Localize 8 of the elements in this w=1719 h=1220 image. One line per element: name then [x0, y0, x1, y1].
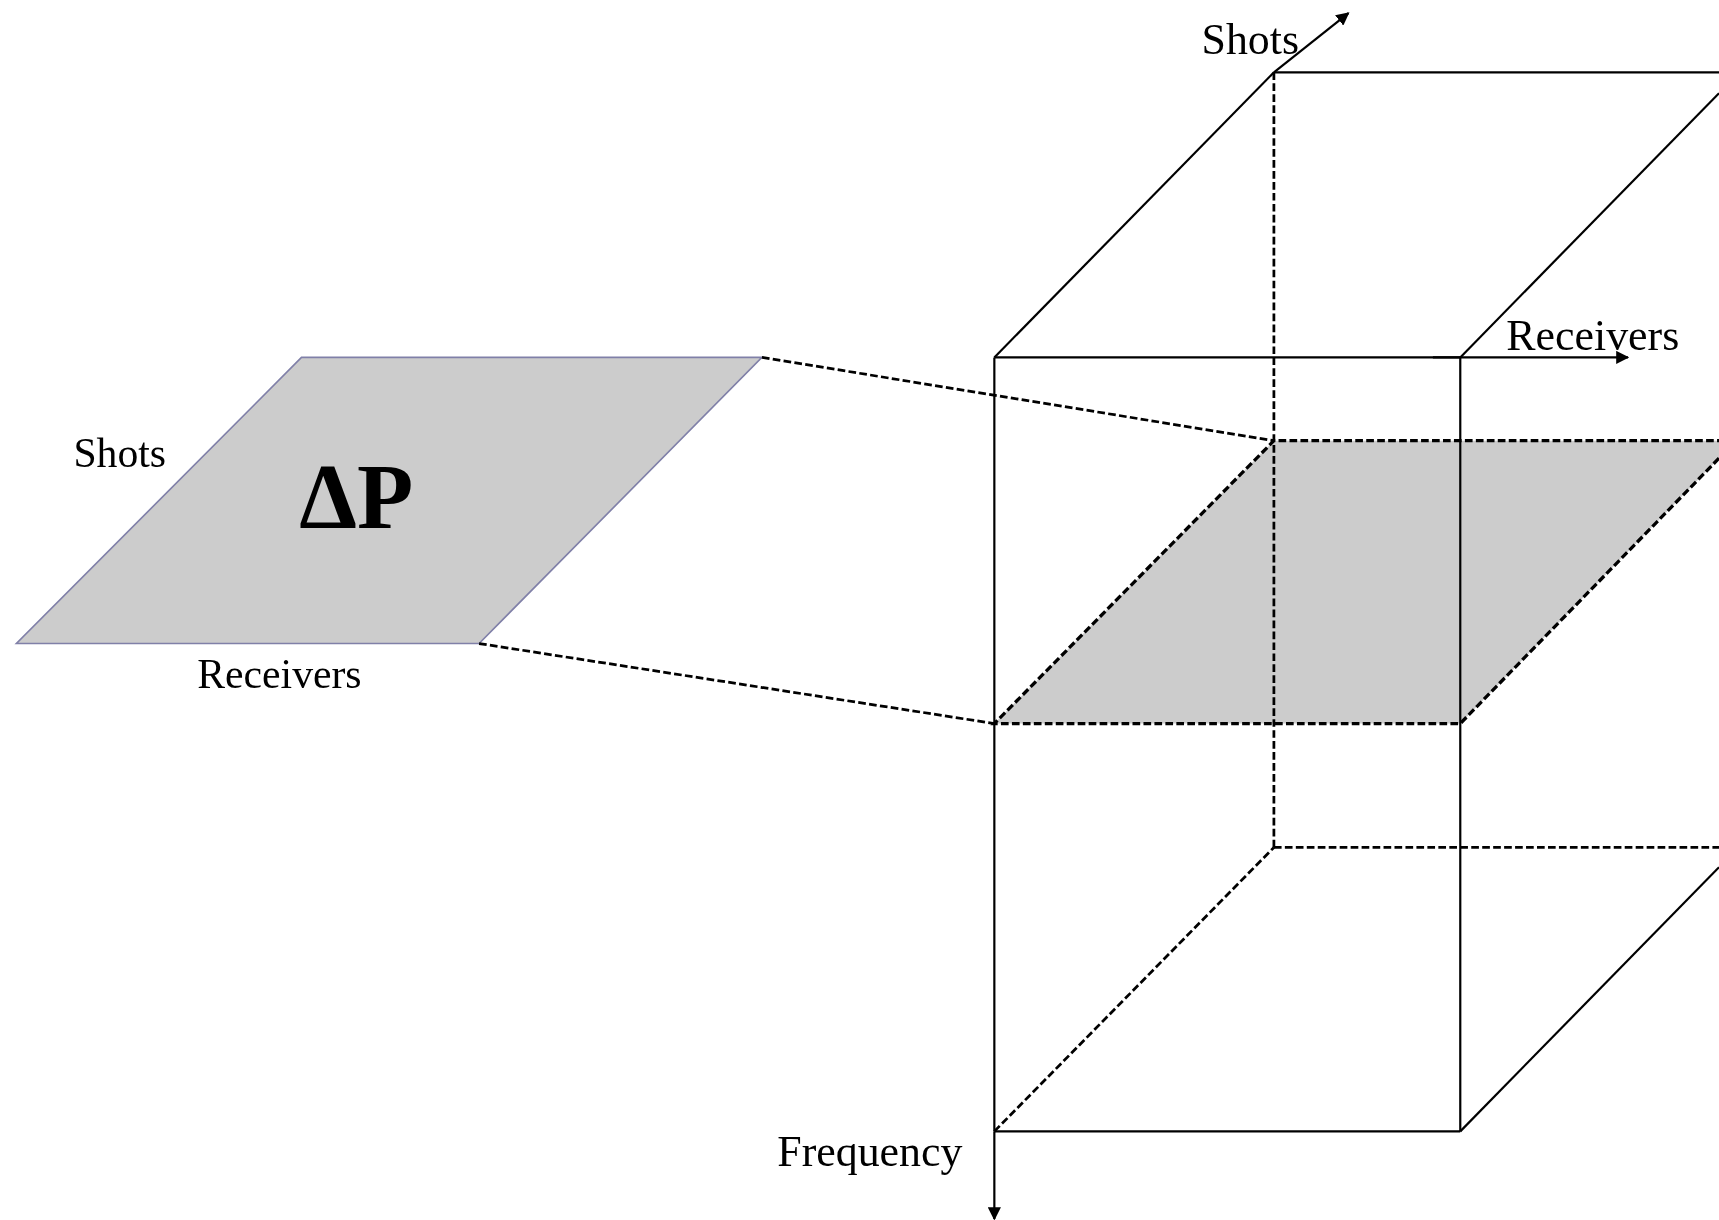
axis-label: Receivers	[1506, 313, 1680, 358]
axis-label: Shots	[1201, 17, 1300, 62]
projection-line	[478, 642, 995, 725]
axis-label: Shots	[73, 431, 167, 474]
plane-symbol: ΔP	[299, 451, 414, 544]
axis-label: Frequency	[777, 1130, 963, 1175]
axis-label: Receivers	[197, 653, 362, 696]
projection-line	[761, 356, 1275, 443]
